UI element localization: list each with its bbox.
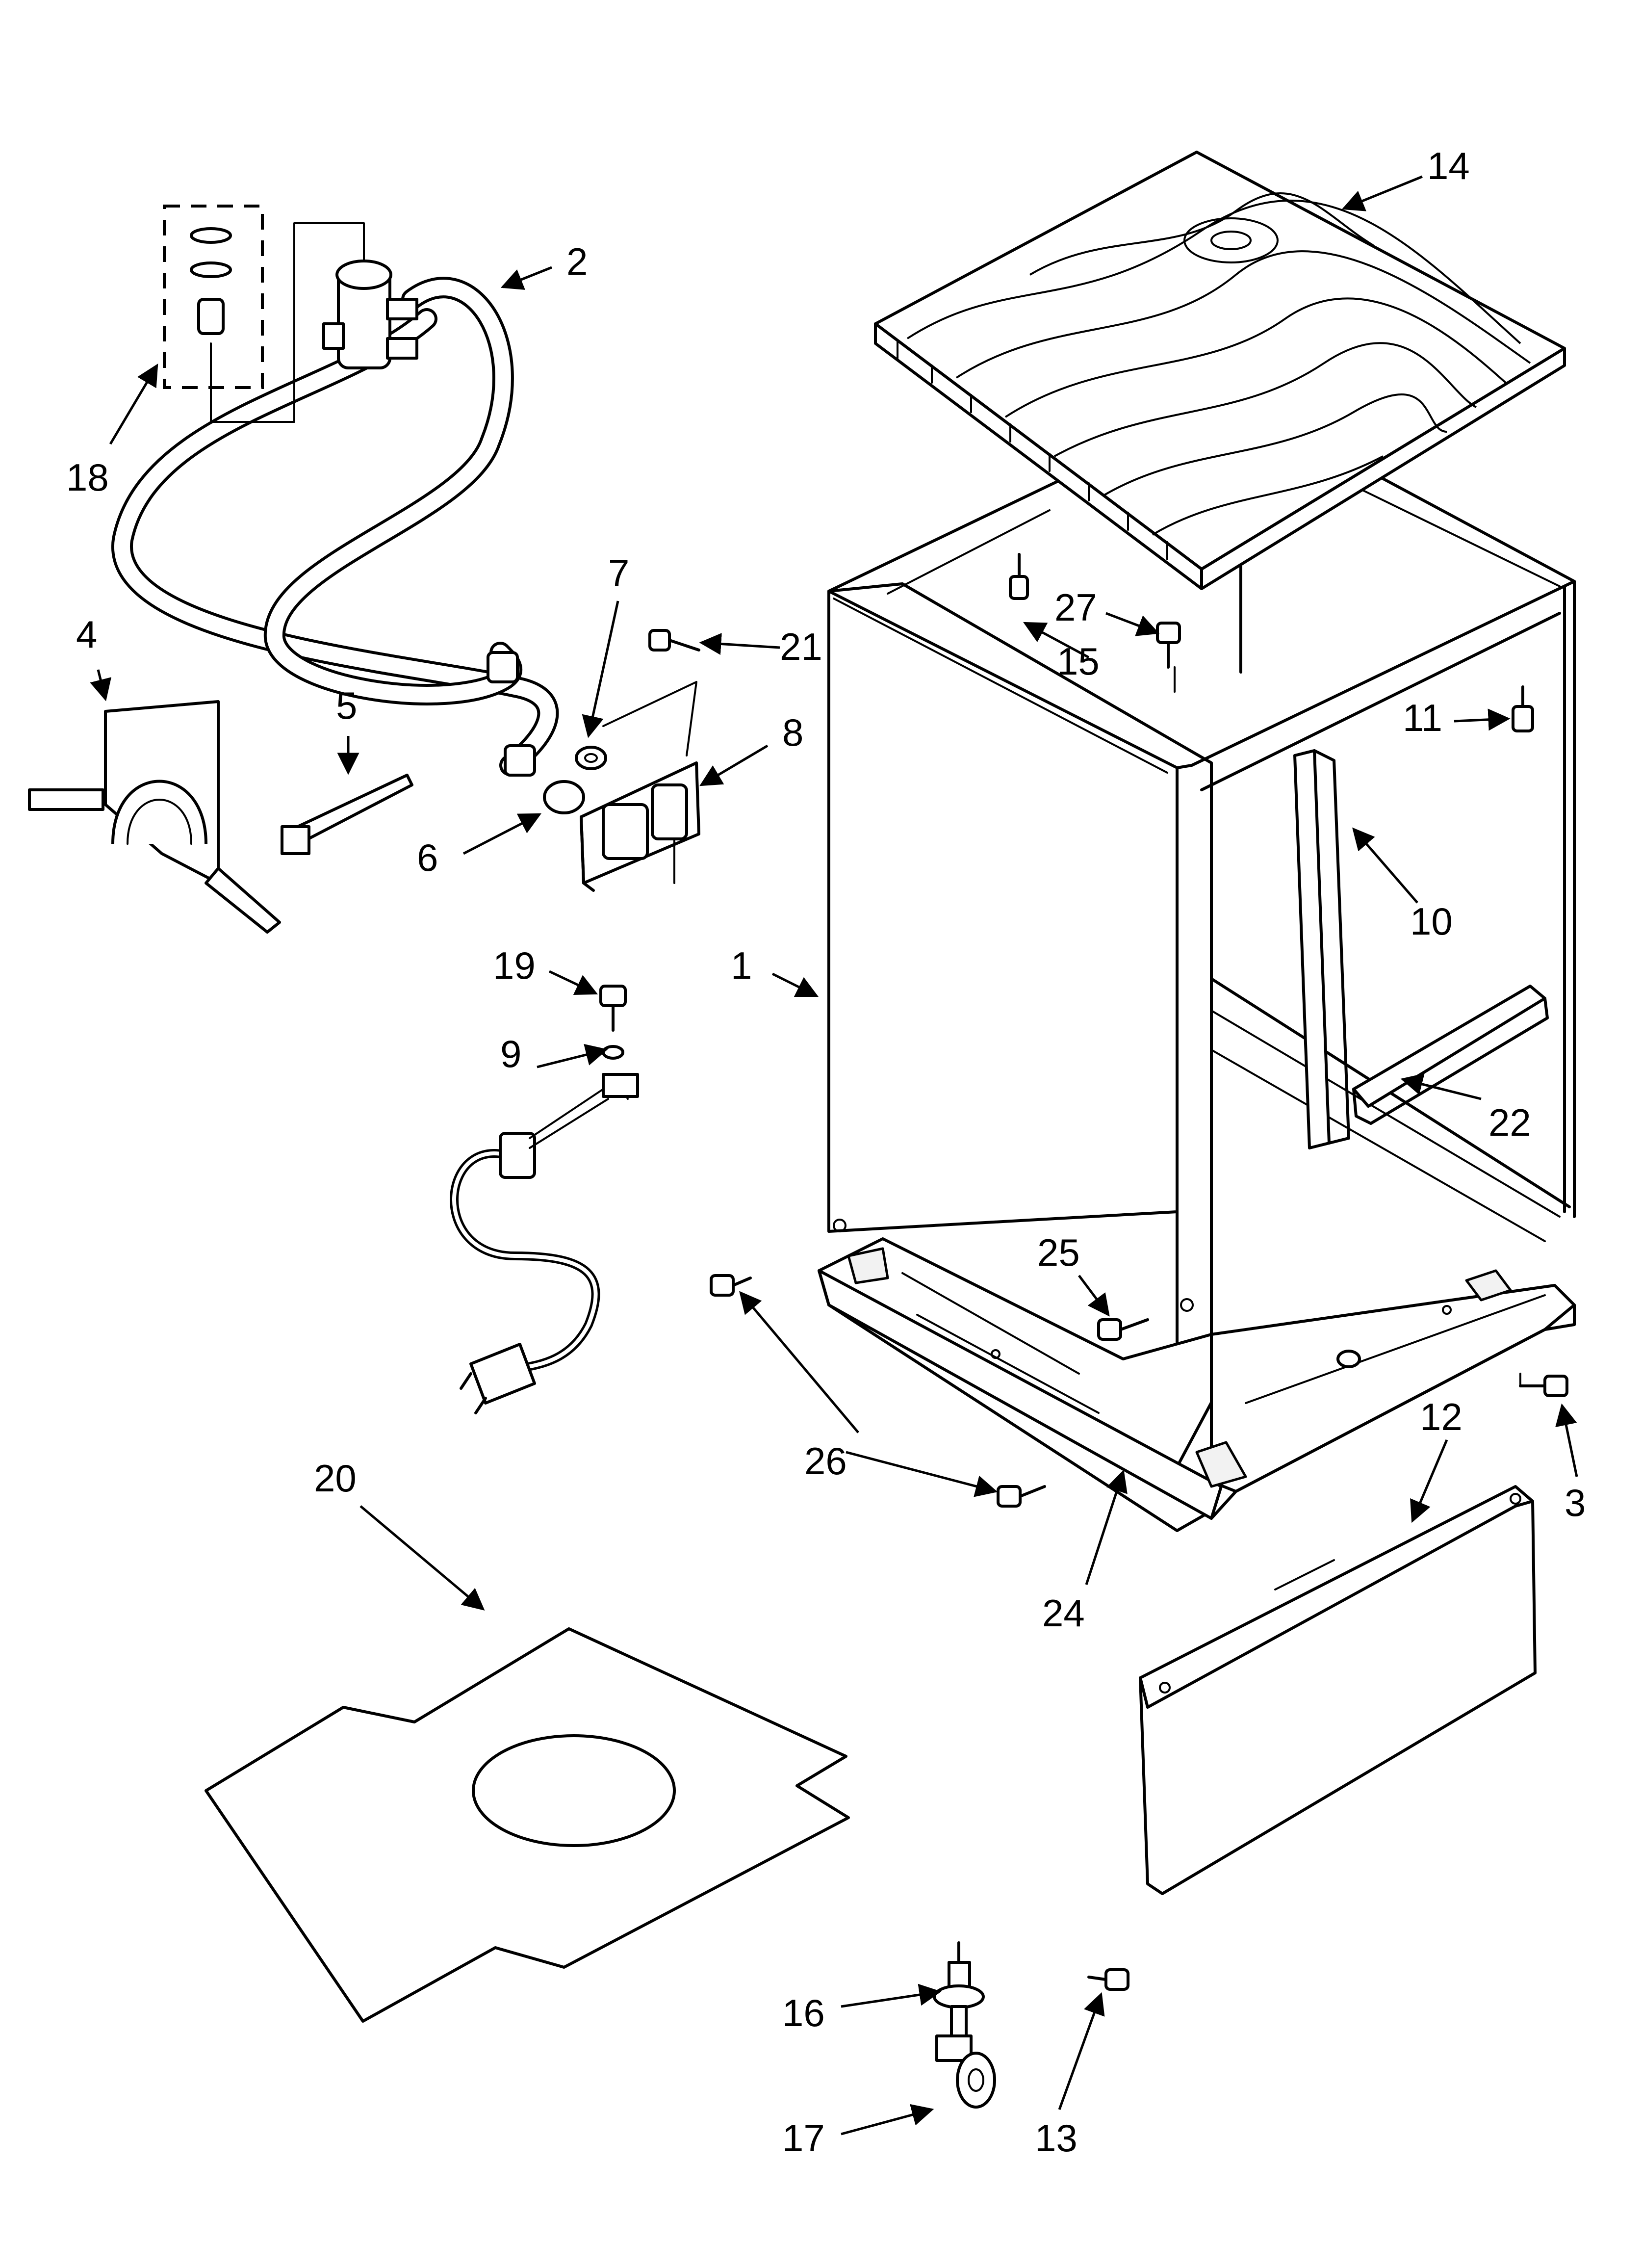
label-26a: 26 [804,1439,847,1483]
screw-11 [1512,685,1534,732]
label-18: 18 [66,456,109,499]
screw-3 [1519,1375,1568,1397]
washer-kit [163,205,365,423]
inlet-hose-assembly [111,260,559,777]
power-cord [450,1045,639,1414]
label-22: 22 [1488,1101,1531,1144]
screw-13 [1087,1968,1129,1991]
wood-top [874,151,1566,590]
label-16: 16 [782,1991,825,2034]
callout-lines [90,175,1578,2136]
label-19: 19 [493,944,536,987]
label-25: 25 [1037,1231,1080,1274]
label-7: 7 [608,551,629,595]
junction-box [580,681,700,892]
label-14: 14 [1427,144,1470,187]
label-13: 13 [1035,2116,1078,2160]
door-shroud [28,700,281,934]
label-10: 10 [1410,900,1453,943]
label-17: 17 [782,2116,825,2160]
screw-26a [710,1274,752,1297]
cable-tie [281,774,413,855]
label-2: 2 [566,240,588,283]
label-1: 1 [731,944,752,987]
floor-pad [205,1627,850,2023]
label-3: 3 [1565,1481,1586,1524]
label-27: 27 [1054,586,1097,629]
label-6: 6 [417,836,438,879]
label-12: 12 [1420,1395,1462,1438]
label-24: 24 [1042,1591,1085,1635]
hose-clamp [543,780,585,814]
cabinet-frame [827,472,1576,1415]
label-21: 21 [780,625,822,668]
vertical-rail [1293,749,1350,1149]
screw-27 [1156,622,1181,669]
screw-19 [599,985,627,1032]
label-8: 8 [782,711,803,754]
label-4: 4 [76,613,97,656]
label-15: 15 [1057,640,1100,683]
label-11: 11 [1403,696,1442,739]
caster-assembly [933,1941,996,2109]
label-20: 20 [314,1457,357,1500]
label-5: 5 [336,684,357,727]
screw-25 [1097,1318,1149,1341]
screw-26b [997,1485,1046,1508]
washer [575,746,607,770]
screw-21 [648,629,700,652]
cabinet-base [818,1237,1576,1532]
toe-kick-panel [1139,1485,1537,1895]
label-9: 9 [500,1032,521,1075]
screw-15 [1009,553,1029,600]
